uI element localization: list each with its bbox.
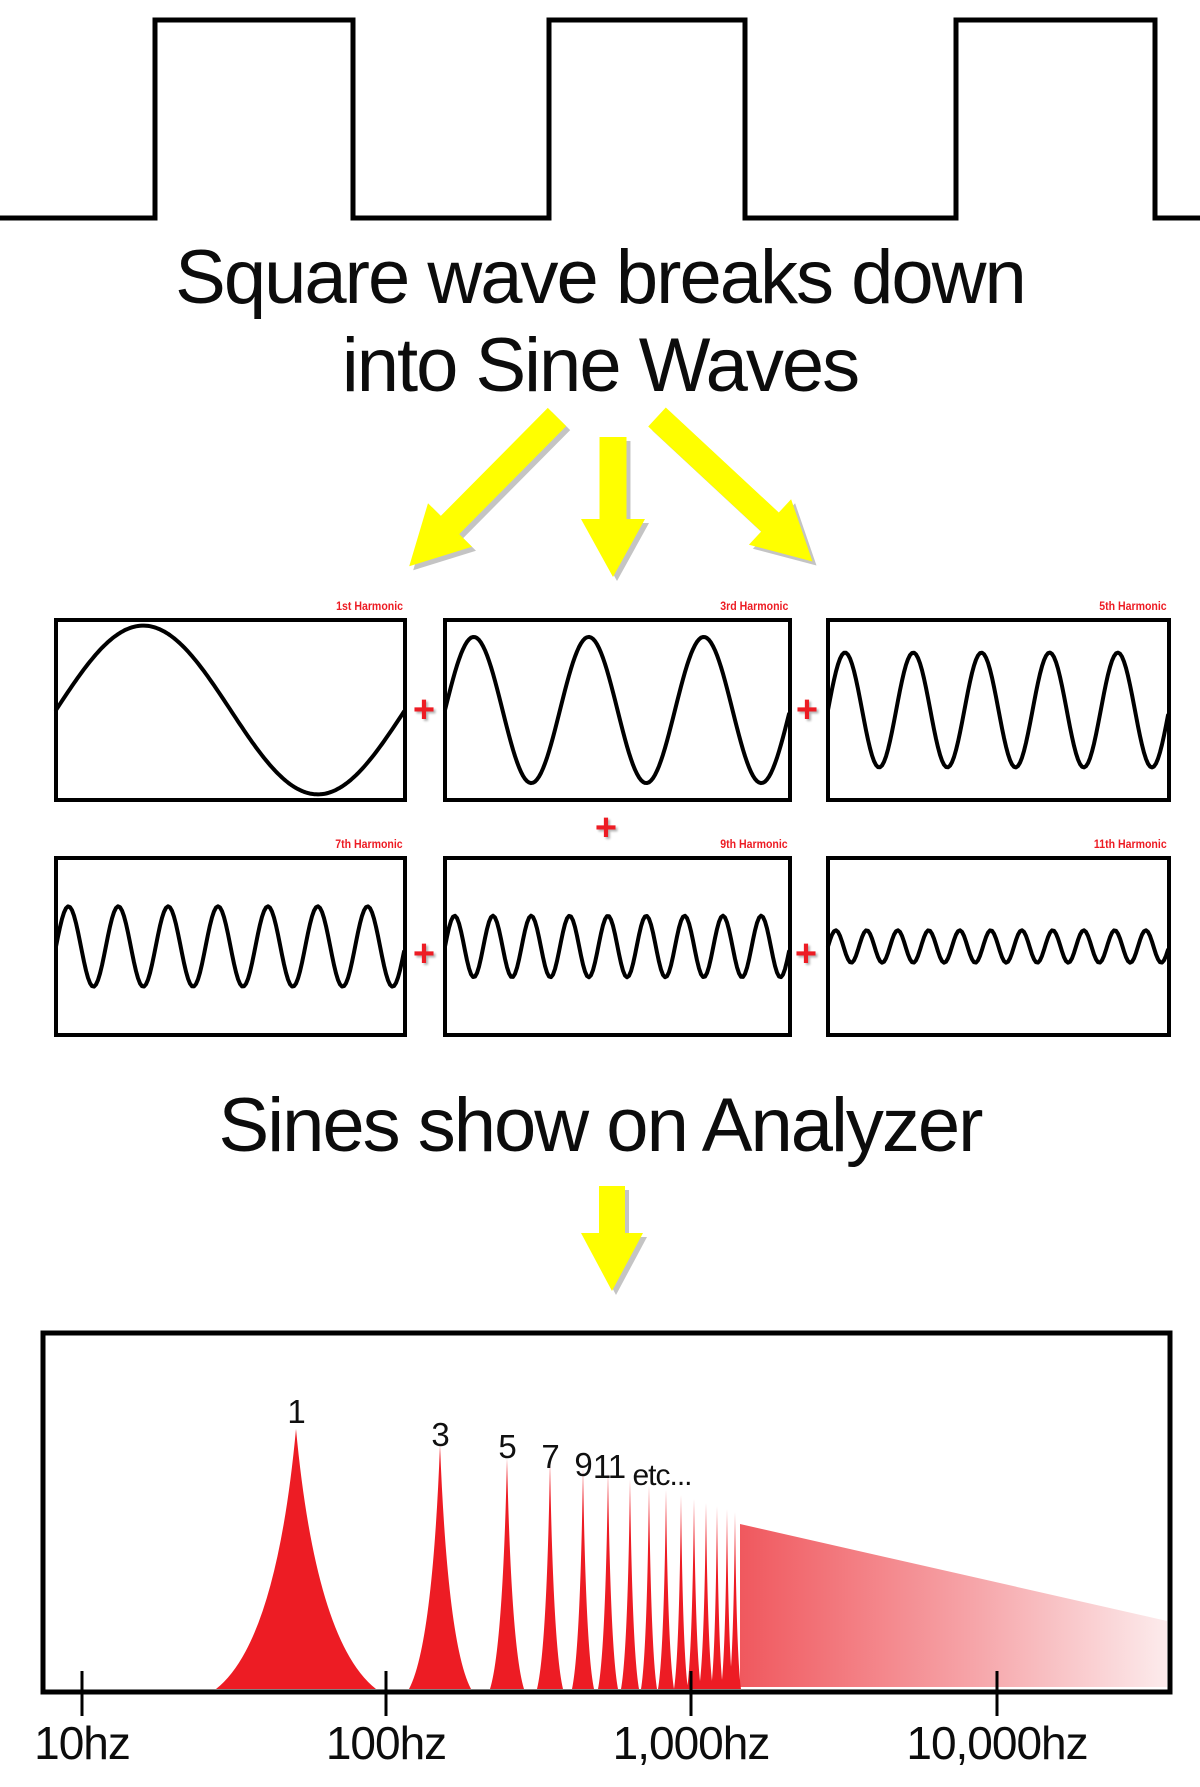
- plus-sign: +: [795, 689, 819, 731]
- spectrum-spike: [572, 1468, 594, 1689]
- arrow-down-right-icon: [648, 407, 817, 566]
- sine-wave-7-cycles: [54, 904, 406, 989]
- peak-label-5: 5: [498, 1428, 516, 1465]
- arrow-to-analyzer-icon-shape: [581, 1186, 643, 1291]
- peak-label-9: 9: [574, 1446, 592, 1483]
- arrow-down-left-icon: [409, 407, 571, 571]
- axis-label-100hz: 100hz: [325, 1717, 447, 1769]
- headline-square-wave: Square wave breaks down into Sine Waves: [0, 234, 1200, 410]
- arrow-to-analyzer-icon: [581, 1186, 647, 1295]
- plus-sign: +: [594, 807, 618, 849]
- spectrum-spike: [409, 1445, 471, 1689]
- axis-label-10hz: 10hz: [34, 1717, 131, 1769]
- spectrum-spike: [658, 1490, 674, 1689]
- analyzer-frame: [40, 1330, 1173, 1695]
- harmonic-box-1: [54, 618, 407, 802]
- sine-wave-5-cycles: [826, 650, 1170, 770]
- spectrum-spike: [537, 1462, 563, 1689]
- harmonic-label-11th: 11th Harmonic: [1094, 837, 1167, 851]
- harmonic-label-7th: 7th Harmonic: [335, 837, 403, 851]
- spectrum-spike: [641, 1485, 657, 1689]
- peak-label-etc: etc...: [632, 1459, 692, 1492]
- harmonic-box-9: [443, 856, 792, 1037]
- headline-analyzer: Sines show on Analyzer: [218, 1083, 984, 1168]
- sine-wave-11-cycles: [826, 928, 1170, 965]
- spectrum-spike: [729, 1512, 741, 1689]
- plus-sign: +: [412, 933, 436, 975]
- plus-sign: +: [412, 689, 436, 731]
- spectrum-spike: [216, 1429, 376, 1689]
- sine-wave-3-cycles: [443, 634, 791, 786]
- spectrum-spike: [721, 1509, 733, 1689]
- spectrum-spike: [711, 1506, 723, 1689]
- spectrum-spike: [598, 1472, 618, 1689]
- harmonic-tail-wedge: [740, 1524, 1167, 1687]
- spectrum-spike: [674, 1495, 688, 1689]
- sine-wave-9-cycles: [443, 913, 791, 980]
- arrow-down-icon: [581, 437, 649, 581]
- arrow-down-icon-shape: [581, 437, 645, 577]
- headline-line2: into Sine Waves: [341, 323, 860, 408]
- harmonic-label-1st: 1st Harmonic: [336, 599, 403, 613]
- headline-line1: Square wave breaks down: [175, 235, 1027, 320]
- harmonic-box-5: [826, 618, 1171, 802]
- harmonic-box-7: [54, 856, 407, 1037]
- harmonic-box-11: [826, 856, 1171, 1037]
- peak-label-7: 7: [541, 1438, 559, 1475]
- arrow-down-left-icon-shape: [409, 407, 567, 567]
- harmonic-label-9th: 9th Harmonic: [720, 837, 788, 851]
- axis-label-10000hz: 10,000hz: [906, 1717, 1088, 1769]
- spectrum-spike: [490, 1458, 524, 1689]
- square-wave: [0, 17, 1200, 221]
- spectrum-spike: [687, 1499, 701, 1689]
- analyzer-plot: [40, 1330, 1173, 1716]
- spectrum-spike: [621, 1479, 639, 1689]
- spectrum-spike: [699, 1503, 713, 1689]
- peak-label-1: 1: [287, 1393, 305, 1430]
- plus-sign: +: [794, 933, 818, 975]
- harmonic-label-5th: 5th Harmonic: [1099, 599, 1167, 613]
- peak-label-3: 3: [431, 1416, 449, 1453]
- harmonic-box-3: [443, 618, 792, 802]
- arrow-down-right-icon-shape: [648, 407, 813, 562]
- axis-label-1000hz: 1,000hz: [612, 1717, 771, 1769]
- peak-label-11: 11: [592, 1448, 626, 1485]
- sine-wave-1-cycles: [54, 623, 406, 797]
- harmonic-label-3rd: 3rd Harmonic: [719, 599, 788, 613]
